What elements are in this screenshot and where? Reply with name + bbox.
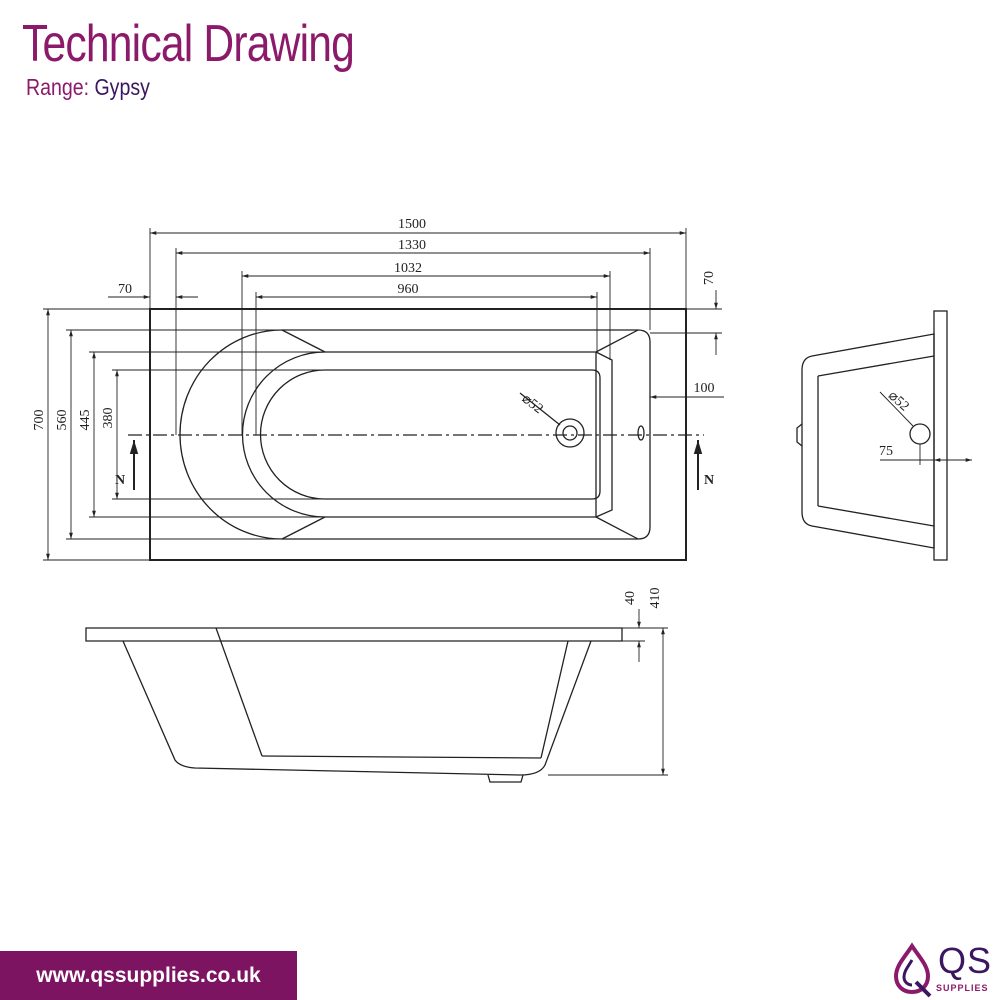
dim-rim-width-top: 70 [702, 271, 717, 285]
range-line: Range: Gypsy [26, 74, 150, 101]
plan-dimension-labels: 1500 1330 1032 960 70 70 700 560 445 380… [32, 217, 717, 488]
side-dimension-labels: 40 410 [623, 588, 663, 609]
dim-inner-length: 1032 [394, 261, 422, 276]
dim-waste-offset-end: 75 [879, 444, 893, 459]
plan-view [128, 308, 704, 561]
website-banner: www.qssupplies.co.uk [0, 951, 297, 1000]
section-label-right: N [704, 473, 714, 488]
end-view-labels: ⌀52 75 [879, 388, 912, 459]
dim-depth: 410 [648, 588, 663, 609]
dim-rim-width-side: 70 [118, 282, 132, 297]
dim-rim-width: 560 [55, 410, 70, 431]
range-label: Range: [26, 74, 90, 100]
range-value: Gypsy [94, 74, 150, 100]
side-dimensions [548, 609, 668, 776]
dim-rim-length: 1330 [398, 238, 426, 253]
qs-logo-icon [893, 942, 932, 998]
dim-waste-offset: 100 [694, 381, 715, 396]
end-view [796, 310, 972, 561]
dim-waste-diameter-end: ⌀52 [885, 388, 912, 414]
dim-base-length: 960 [398, 282, 419, 297]
dim-rim-thickness: 40 [623, 591, 638, 605]
dim-inner-width: 445 [78, 410, 93, 431]
dim-overall-width: 700 [32, 410, 47, 431]
side-view [85, 627, 623, 783]
plan-dimensions [43, 228, 724, 561]
page-title: Technical Drawing [22, 15, 355, 73]
dim-overall-length: 1500 [398, 217, 426, 232]
brand-logo-subtext: SUPPLIES [936, 983, 989, 993]
brand-logo-text: QS [938, 940, 993, 981]
section-label-left: N [115, 473, 125, 488]
website-link[interactable]: www.qssupplies.co.uk [36, 963, 261, 987]
dim-base-width: 380 [101, 408, 116, 429]
